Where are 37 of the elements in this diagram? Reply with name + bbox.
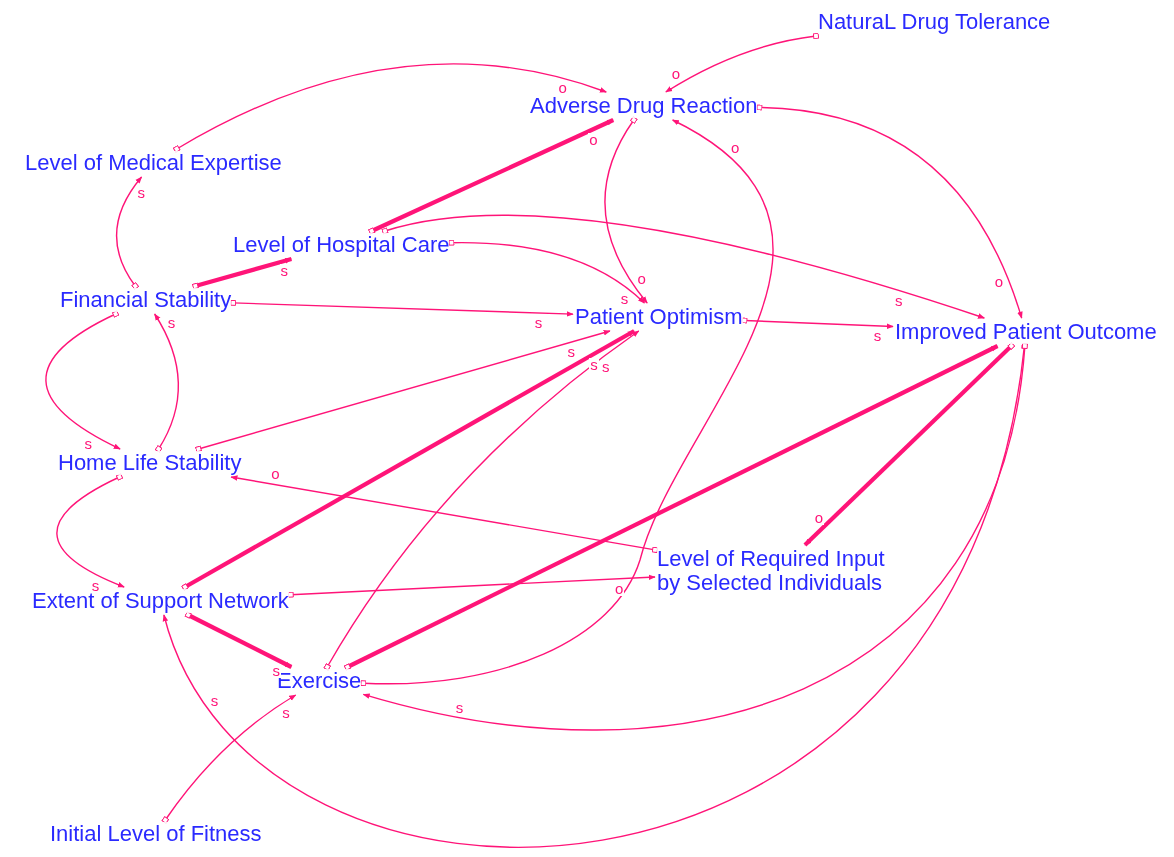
arrow [195,330,611,453]
arrow [362,342,1029,731]
variable-label: Patient Optimism [575,305,743,329]
arrow [230,299,574,317]
variable-label: Financial Stability [60,288,232,312]
variable-label: Home Life Stability [58,451,242,475]
variable-label: Level of Hospital Care [233,233,450,257]
arrow [153,313,179,453]
arrow [360,119,774,687]
arrow [184,611,293,669]
variable-label: NaturaL Drug Tolerance [818,10,1051,34]
polarity-label: o [588,133,599,148]
arrow [448,239,646,304]
polarity-label: s [271,663,282,678]
arrow [756,104,1023,319]
arrow [181,329,636,591]
arrow [287,574,656,598]
variable-label: Adverse Drug Reaction [530,94,758,118]
arrow [116,176,143,290]
arrow [56,473,125,588]
arrow [172,63,607,153]
polarity-label: s [279,264,290,279]
arrow [230,475,659,554]
arrow [665,32,820,93]
arrow [368,118,615,235]
arrow [604,116,648,304]
variable-label: Level of Medical Expertise [25,151,282,175]
arrow [161,694,297,824]
arrow [323,330,640,671]
variable-label: Improved Patient Outcome [895,320,1157,344]
arrow [343,344,999,671]
arrow [191,256,293,290]
arrow [803,342,1016,547]
arrow [45,310,121,450]
arrow [381,214,985,319]
arrow [741,317,894,330]
polarity-label: s [589,358,599,373]
